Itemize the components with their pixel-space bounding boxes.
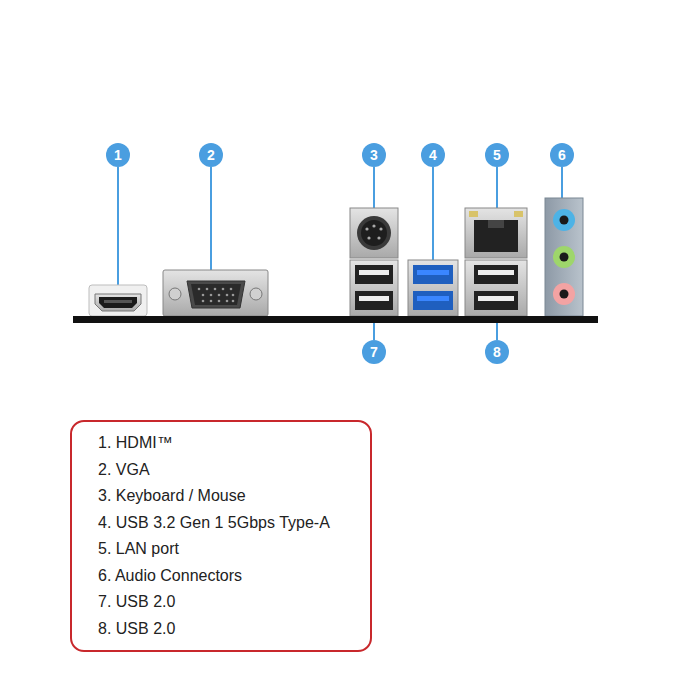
- board-edge: [73, 316, 598, 323]
- callout-number: 6: [550, 143, 574, 167]
- port-list-item: 7. USB 2.0: [98, 589, 356, 616]
- legend-box: 1. HDMI™2. VGA3. Keyboard / Mouse4. USB …: [70, 420, 372, 652]
- callout-circles: [106, 143, 574, 364]
- hdmi-port: [89, 285, 147, 316]
- vga-port: [163, 270, 268, 316]
- audio-jacks: [545, 198, 583, 316]
- usb2-ports-left: [350, 260, 398, 316]
- port-list-item: 4. USB 3.2 Gen 1 5Gbps Type-A: [98, 510, 356, 537]
- lan-usb-stack: [465, 208, 527, 316]
- callout-number: 3: [362, 143, 386, 167]
- callout-number: 2: [199, 143, 223, 167]
- usb3-ports: [408, 260, 458, 316]
- callout-number: 8: [485, 340, 509, 364]
- leader-lines: [118, 167, 562, 340]
- callout-number: 7: [362, 340, 386, 364]
- port-list-item: 5. LAN port: [98, 536, 356, 563]
- callout-number: 5: [485, 143, 509, 167]
- port-list-item: 2. VGA: [98, 457, 356, 484]
- callout-number: 4: [421, 143, 445, 167]
- port-list-item: 1. HDMI™: [98, 430, 356, 457]
- port-list-item: 6. Audio Connectors: [98, 563, 356, 590]
- port-list-item: 8. USB 2.0: [98, 616, 356, 643]
- ps2-port: [350, 208, 398, 258]
- callout-number: 1: [106, 143, 130, 167]
- port-list-item: 3. Keyboard / Mouse: [98, 483, 356, 510]
